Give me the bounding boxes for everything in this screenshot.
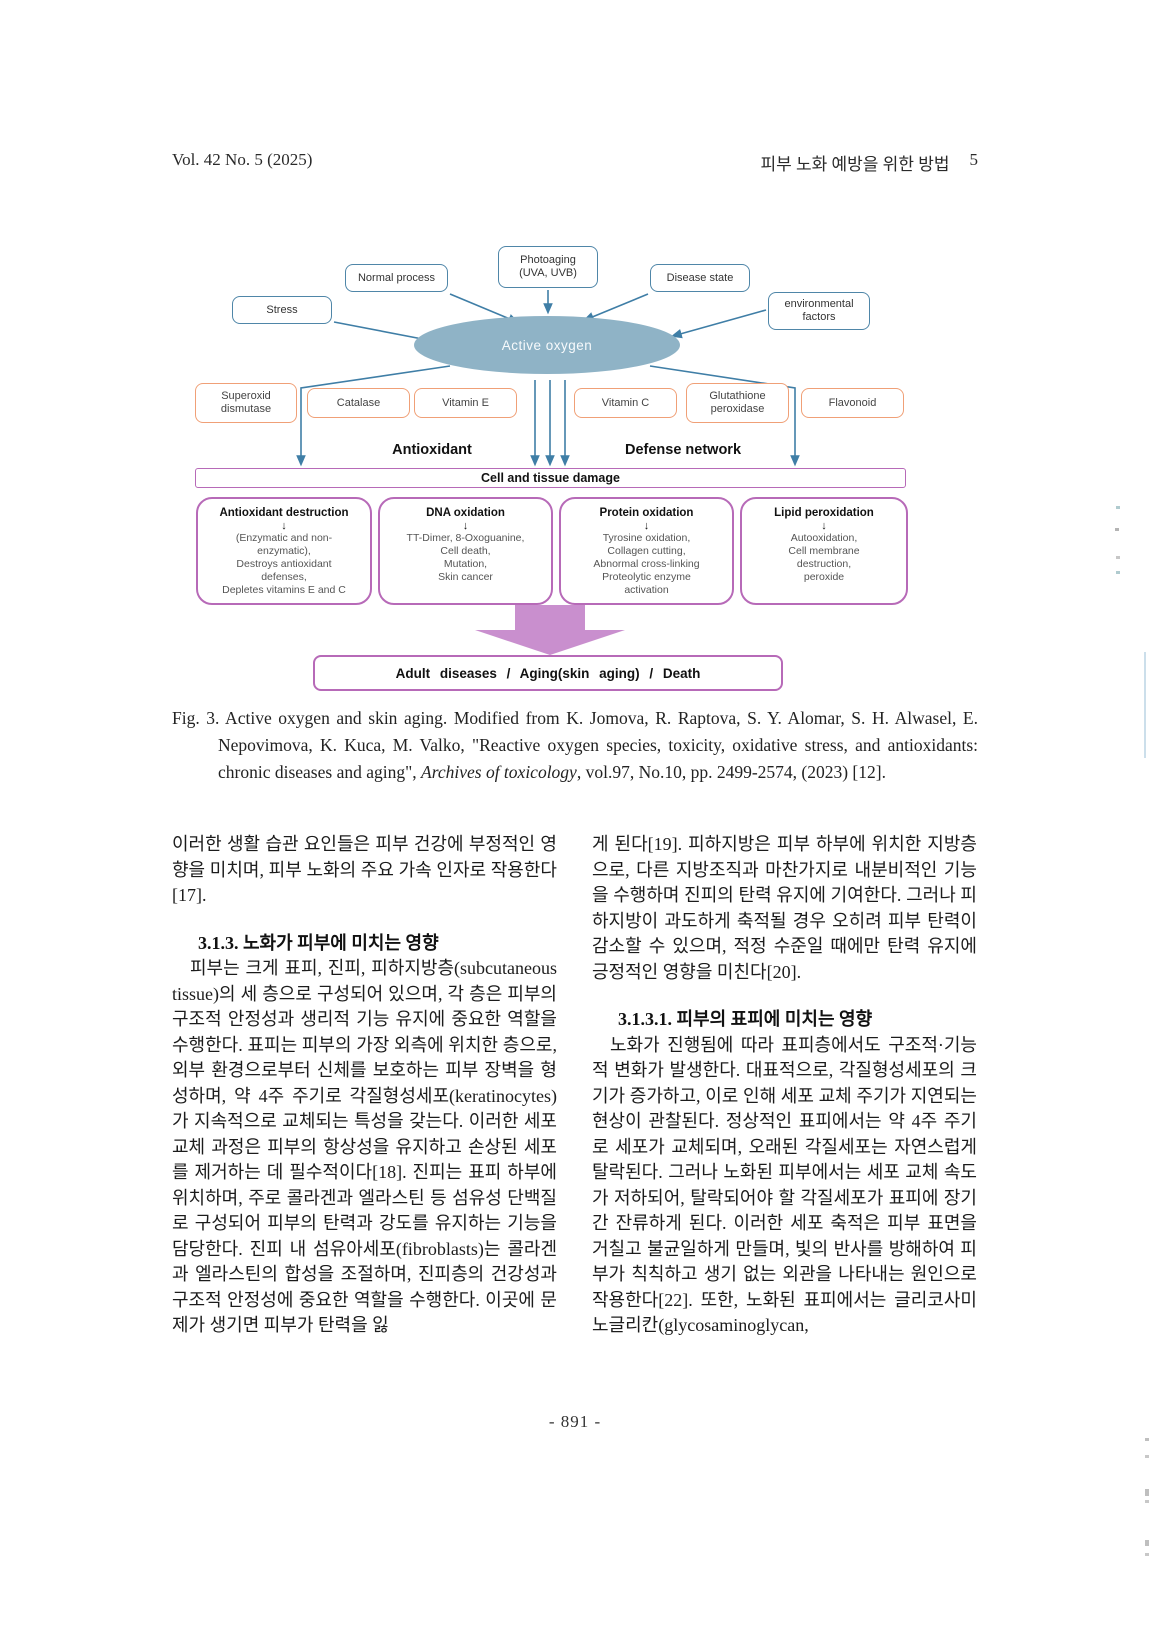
damage-box-body: Autooxidation, Cell membrane destruction… <box>788 532 860 583</box>
damage-box-title: Antioxidant destruction <box>219 507 349 519</box>
header-page-number: 5 <box>969 150 979 169</box>
paragraph: 이러한 생활 습관 요인들은 피부 건강에 부정적인 영향을 미치며, 피부 노… <box>172 834 557 905</box>
scan-artifact-line <box>1144 652 1146 758</box>
scan-artifact <box>1145 1438 1149 1441</box>
figure-caption: Fig. 3. Active oxygen and skin aging. Mo… <box>172 705 978 786</box>
antioxidant-box-glutathione: Glutathione peroxidase <box>686 383 789 423</box>
scan-artifact <box>1145 1500 1149 1503</box>
body-column-left: 이러한 생활 습관 요인들은 피부 건강에 부정적인 영향을 미치며, 피부 노… <box>172 832 557 1339</box>
footer-page-number: - 891 - <box>548 1412 602 1431</box>
cause-box-stress: Stress <box>232 296 332 324</box>
diagram-arrows-layer <box>296 290 800 655</box>
damage-box-dna-oxidation: DNA oxidation ↓ TT-Dimer, 8-Oxoguanine, … <box>378 497 553 605</box>
antioxidant-box-catalase: Catalase <box>307 388 410 418</box>
caption-text-tail: , vol.97, No.10, pp. 2499-2574, (2023) [… <box>576 762 886 782</box>
arrow-disease-state <box>582 293 649 322</box>
cause-box-normal-process: Normal process <box>345 264 448 292</box>
scan-artifact <box>1145 1489 1149 1496</box>
arrow-right-bent <box>649 365 800 467</box>
down-arrow-glyph: ↓ <box>462 520 469 532</box>
section-heading-3-1-3-1: 3.1.3.1. 피부의 표피에 미치는 영향 <box>618 1009 873 1029</box>
antioxidant-box-flavonoid: Flavonoid <box>801 388 904 418</box>
cause-box-environmental: environmental factors <box>768 292 870 330</box>
scan-artifact <box>1145 1455 1149 1458</box>
paragraph: 게 된다[19]. 피하지방은 피부 하부에 위치한 지방층으로, 다른 지방조… <box>592 834 977 982</box>
cause-box-disease-state: Disease state <box>650 264 750 292</box>
figure-active-oxygen-diagram: Stress Normal process Photoaging (UVA, U… <box>195 238 910 693</box>
damage-box-title: Lipid peroxidation <box>774 507 874 519</box>
down-arrow-glyph: ↓ <box>643 520 650 532</box>
journal-issue: Vol. 42 No. 5 (2025) <box>172 150 313 169</box>
damage-box-body: (Enzymatic and non- enzymatic), Destroys… <box>222 532 346 596</box>
outcome-bar: Adult diseases / Aging(skin aging) / Dea… <box>313 655 783 691</box>
body-column-right: 게 된다[19]. 피하지방은 피부 하부에 위치한 지방층으로, 다른 지방조… <box>592 832 977 1339</box>
scan-artifact <box>1145 1553 1149 1556</box>
antioxidant-box-vitamin-e: Vitamin E <box>414 388 517 418</box>
running-title: 피부 노화 예방을 위한 방법 <box>760 155 950 174</box>
scan-artifact <box>1116 506 1120 509</box>
down-arrow-glyph: ↓ <box>281 520 287 532</box>
damage-box-lipid-peroxidation: Lipid peroxidation ↓ Autooxidation, Cell… <box>740 497 908 605</box>
cell-tissue-damage-bar: Cell and tissue damage <box>195 468 906 488</box>
damage-box-body: Tyrosine oxidation, Collagen cutting, Ab… <box>593 532 700 596</box>
damage-box-title: Protein oxidation <box>599 507 694 519</box>
scan-artifact <box>1145 1540 1149 1546</box>
arrow-environmental <box>670 309 767 339</box>
label-defense-network: Defense network <box>624 442 742 458</box>
scan-artifact <box>1116 556 1120 559</box>
antioxidant-box-superoxide-dismutase: Superoxid dismutase <box>195 383 297 423</box>
active-oxygen-ellipse: Active oxygen <box>414 316 680 374</box>
damage-box-antioxidant-destruction: Antioxidant destruction ↓ (Enzymatic and… <box>196 497 372 605</box>
damage-box-title: DNA oxidation <box>426 507 505 519</box>
antioxidant-box-vitamin-c: Vitamin C <box>574 388 677 418</box>
label-antioxidant: Antioxidant <box>392 442 472 458</box>
caption-journal-name: Archives of toxicology <box>421 762 577 782</box>
arrow-left-bent <box>296 365 451 467</box>
down-arrow-glyph: ↓ <box>821 520 827 532</box>
big-down-arrow <box>475 605 625 655</box>
section-heading-3-1-3: 3.1.3. 노화가 피부에 미치는 영향 <box>198 932 439 953</box>
damage-box-protein-oxidation: Protein oxidation ↓ Tyrosine oxidation, … <box>559 497 734 605</box>
page-header: Vol. 42 No. 5 (2025) 피부 노화 예방을 위한 방법 5 <box>172 150 978 175</box>
scan-artifact <box>1116 571 1120 574</box>
paragraph: 피부는 크게 표피, 진피, 피하지방층(subcutaneous tissue… <box>172 958 557 1335</box>
scan-artifact <box>1115 528 1119 531</box>
paragraph: 노화가 진행됨에 따라 표피층에서도 구조적·기능적 변화가 발생한다. 대표적… <box>592 1034 977 1336</box>
damage-box-body: TT-Dimer, 8-Oxoguanine, Cell death, Muta… <box>406 532 525 583</box>
cause-box-photoaging: Photoaging (UVA, UVB) <box>498 246 598 288</box>
caption-text: Fig. 3. Active oxygen and skin aging. Mo… <box>172 708 978 782</box>
